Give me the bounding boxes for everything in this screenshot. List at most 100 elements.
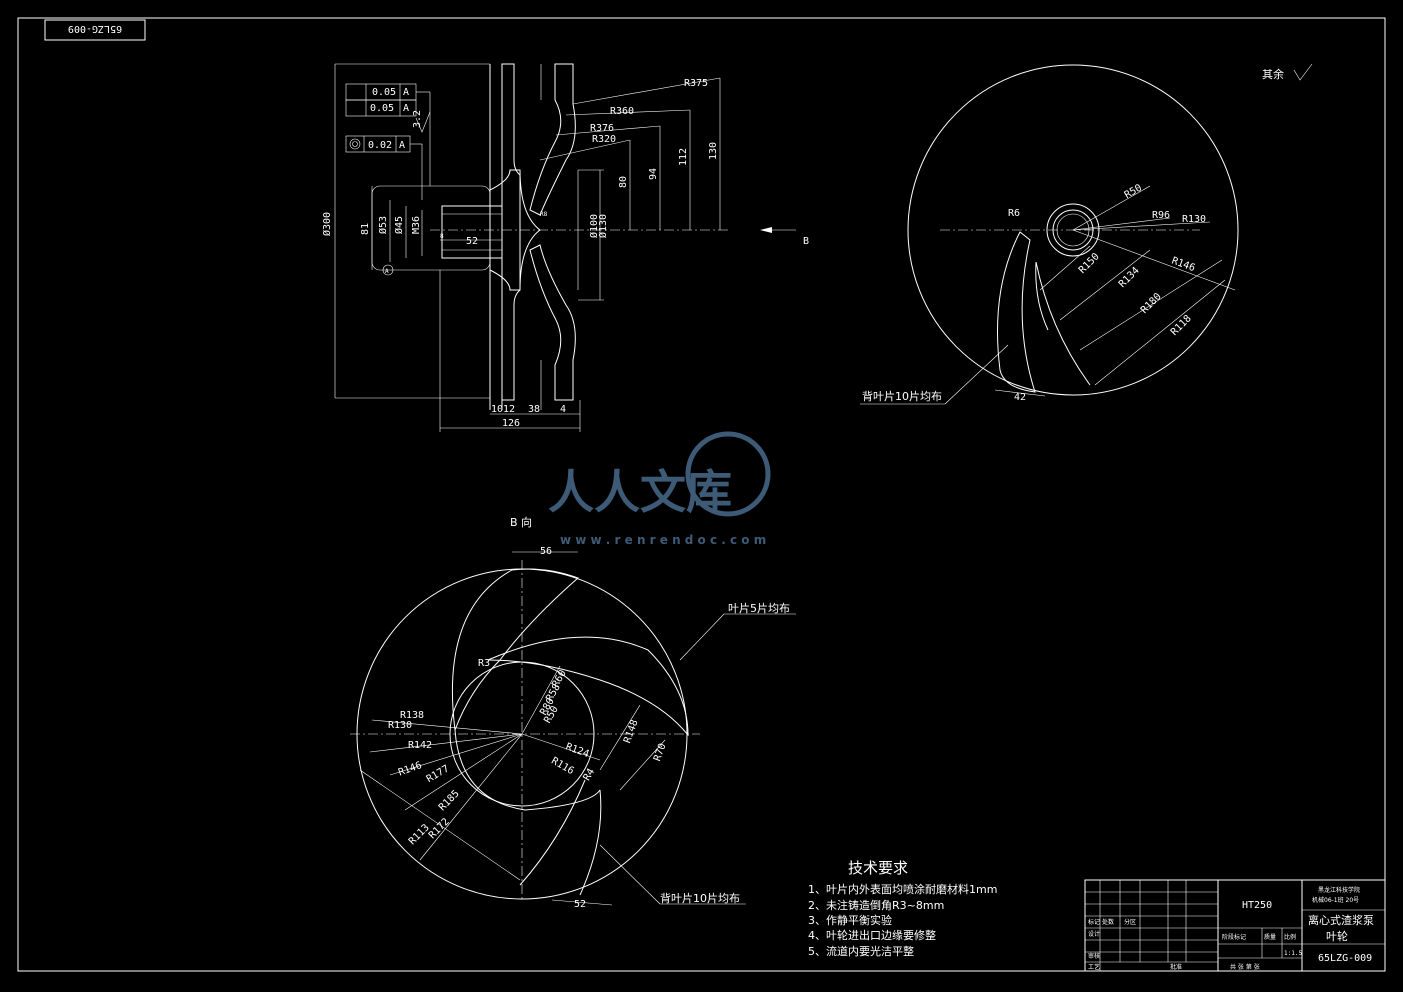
tech-req-item-2: 2、未注铸造倒角R3~8mm	[808, 898, 944, 912]
dim-r142: R142	[408, 740, 432, 751]
dim-r6: R6	[1008, 208, 1020, 219]
back-view-outer-circle	[907, 64, 1239, 396]
watermark-text: 人人文库	[548, 465, 732, 519]
dim-80: 80	[618, 176, 629, 188]
dim-126: 126	[502, 418, 520, 429]
other-surfaces-note: 其余	[1262, 67, 1284, 81]
front-shroud-bottom	[529, 244, 576, 401]
tech-req-item-1: 1、叶片内外表面均喷涂耐磨材料1mm	[808, 882, 997, 896]
tolerance-2-value: 0.05	[370, 103, 394, 114]
dim-r185: R185	[437, 788, 462, 813]
dim-r134: R134	[1117, 265, 1142, 290]
concentric-icon	[349, 138, 361, 150]
tb-label-weight: 质量	[1264, 933, 1276, 941]
tb-class: 机械06-1班 20号	[1312, 896, 1359, 904]
dim-38: 38	[528, 404, 540, 415]
dim-r146-b: R146	[397, 760, 423, 779]
back-vane-note-bottom: 背叶片10片均布	[660, 891, 740, 905]
drawing-number-mirrored: 65LZG-009	[68, 23, 122, 34]
tb-product: 离心式渣浆泵	[1308, 913, 1374, 927]
tb-scale-value: 1:1.5	[1284, 950, 1302, 957]
view-b: B 向 56 R3 R60 R58 R80 R50 R138 R130 R142…	[350, 515, 796, 910]
vane-1	[451, 568, 579, 731]
watermark-url: w w w . r e n r e n d o c . c o m	[560, 533, 766, 547]
back-view: R50 R96 R130 R6 R150 R134 R146 R180 R118…	[860, 63, 1313, 405]
dim-r376: R376	[590, 123, 614, 134]
dim-r320: R320	[592, 134, 616, 145]
dim-d300: Ø300	[321, 212, 333, 236]
roughness-value: 3.2	[412, 110, 423, 128]
watermark-logo-icon	[685, 431, 771, 517]
drawing-number-box	[44, 19, 146, 41]
tolerance-1-value: 0.05	[372, 87, 396, 98]
tech-req-item-5: 5、流道内要光洁平整	[808, 944, 914, 958]
drawing-border	[17, 17, 1386, 972]
tolerance-3-datum: A	[399, 140, 405, 151]
dim-52: 52	[466, 236, 478, 247]
title-block: 标记 处数 分区 设计 审核 工艺 阶段标记 质量 比例 1:1.5 共 张 第…	[1084, 879, 1386, 972]
dim-d100: Ø100	[588, 214, 600, 238]
view-b-title: B 向	[510, 515, 532, 529]
tb-label-scale: 比例	[1284, 933, 1296, 941]
dim-r3: R3	[478, 658, 490, 669]
front-shroud-top	[529, 63, 576, 216]
dim-8: 8	[440, 233, 444, 240]
tb-drawing-number: 65LZG-009	[1318, 953, 1372, 964]
back-vane-note-top: 背叶片10片均布	[862, 389, 942, 403]
dim-r360: R360	[610, 106, 634, 117]
back-vane-1	[997, 231, 1036, 393]
vane-2	[487, 636, 689, 737]
dim-r124: R124	[564, 742, 590, 761]
tb-sheet-label: 共 张 第 张	[1230, 963, 1260, 971]
tech-req-item-3: 3、作静平衡实验	[808, 913, 892, 927]
dim-d130: Ø130	[597, 214, 609, 238]
dim-56: 56	[540, 546, 552, 557]
vane-note: 叶片5片均布	[728, 602, 790, 615]
technical-requirements: 技术要求 1、叶片内外表面均喷涂耐磨材料1mm 2、未注铸造倒角R3~8mm 3…	[808, 859, 997, 958]
dim-r146: R146	[1170, 256, 1196, 275]
dim-m36: M36	[411, 216, 422, 234]
dim-81: 81	[360, 223, 371, 235]
datum-a-label: A	[385, 268, 389, 275]
tb-material: HT250	[1242, 900, 1272, 911]
dim-r118: R118	[1169, 313, 1194, 338]
tech-req-title: 技术要求	[848, 859, 908, 877]
tb-school: 黑龙江科技学院	[1318, 886, 1360, 894]
tb-label-approve: 批准	[1170, 963, 1182, 971]
dim-r177: R177	[425, 763, 451, 785]
tb-part: 叶轮	[1326, 929, 1348, 943]
dim-4: 4	[560, 404, 566, 415]
tolerance-3-value: 0.02	[368, 140, 392, 151]
view-b-arrow-label: B	[803, 236, 809, 247]
tb-label-mark: 标记	[1088, 918, 1100, 926]
roughness-check-icon	[1293, 63, 1313, 81]
tb-label-process: 工艺	[1088, 963, 1100, 971]
dim-r375: R375	[684, 78, 708, 89]
tb-label-stage: 阶段标记	[1222, 933, 1246, 941]
dim-52-b: 52	[574, 899, 586, 910]
dim-r50: R50	[1123, 183, 1144, 202]
dim-112: 112	[678, 148, 689, 166]
dim-r116: R116	[549, 756, 575, 778]
back-vane-2	[1035, 261, 1091, 386]
dim-94: 94	[648, 168, 659, 180]
dim-r172: R172	[427, 816, 452, 841]
tb-label-review: 审核	[1088, 952, 1100, 960]
dim-10: 10	[491, 404, 503, 415]
section-view: 0.05 A 0.05 A 0.02 A 3.2 Ø300 81 Ø53 Ø45…	[321, 63, 809, 432]
rear-shroud	[501, 63, 521, 401]
dim-r130-b: R130	[388, 720, 412, 731]
watermark: 人人文库 w w w . r e n r e n d o c . c o m	[548, 431, 771, 547]
vane-3	[454, 729, 601, 811]
tb-label-count: 处数	[1102, 918, 1114, 926]
dim-r96: R96	[1152, 210, 1170, 221]
back-vane-b	[519, 779, 602, 896]
dim-d45: Ø45	[393, 216, 405, 234]
dim-r138: R138	[400, 710, 424, 721]
dim-r180: R180	[1139, 291, 1164, 316]
dim-r8: R8	[540, 211, 548, 218]
dim-12: 12	[503, 404, 515, 415]
tolerance-2-datum: A	[403, 103, 409, 114]
dim-r130: R130	[1182, 214, 1206, 225]
